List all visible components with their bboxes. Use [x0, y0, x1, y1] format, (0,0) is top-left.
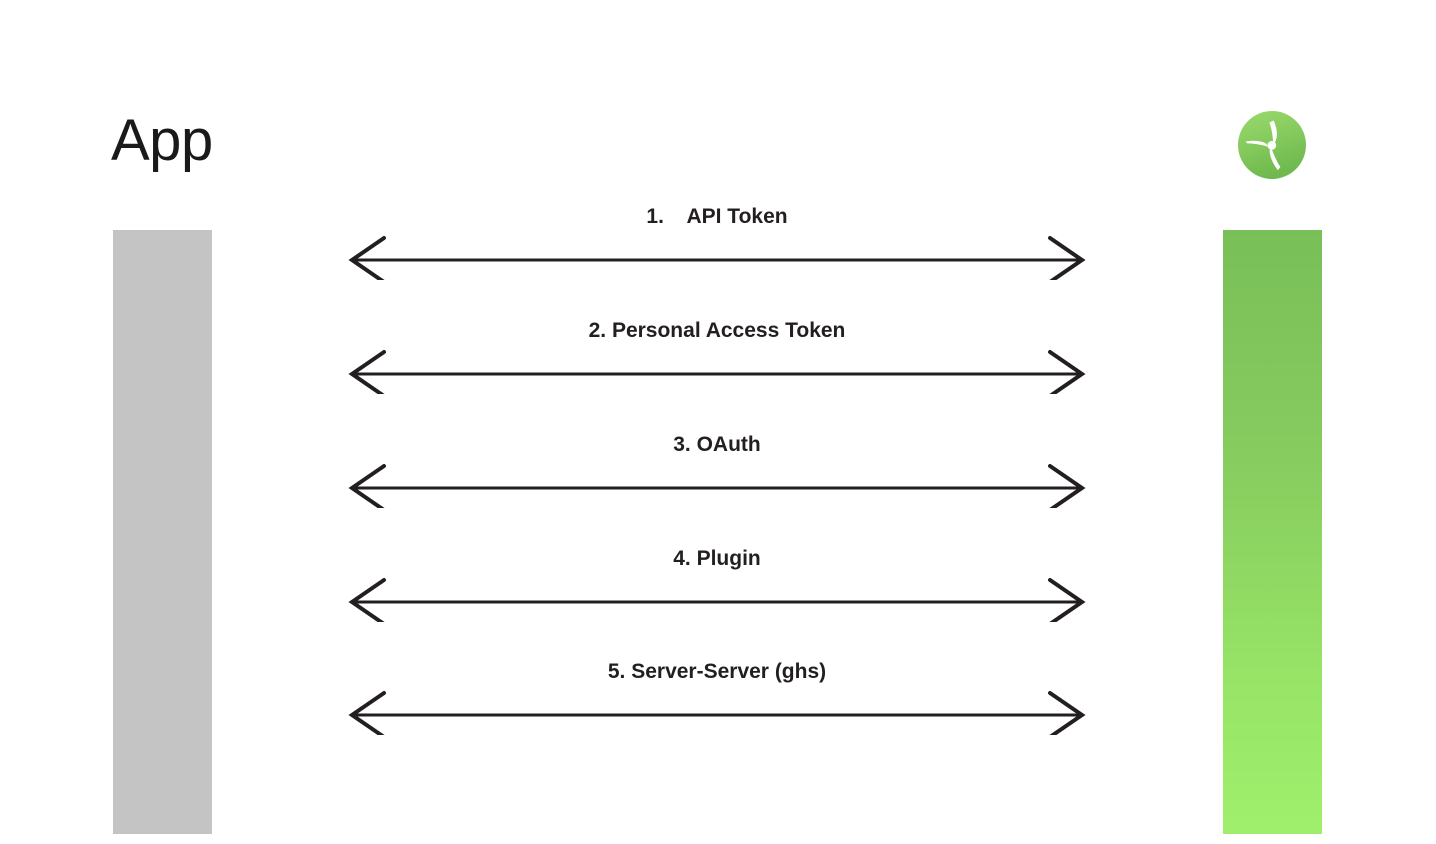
double-arrow-icon	[344, 574, 1090, 622]
message-row[interactable]: 5. Server-Server (ghs)	[344, 661, 1090, 735]
message-row[interactable]: 3. OAuth	[344, 434, 1090, 508]
double-arrow-icon	[344, 687, 1090, 735]
left-actor-lifeline	[113, 230, 212, 834]
message-row[interactable]: 1. API Token	[344, 206, 1090, 280]
message-label: 5. Server-Server (ghs)	[607, 660, 827, 683]
double-arrow-icon	[344, 232, 1090, 280]
right-actor-lifeline	[1223, 230, 1322, 834]
message-label: 3. OAuth	[673, 433, 761, 456]
message-label: 2. Personal Access Token	[588, 319, 846, 342]
message-row[interactable]: 2. Personal Access Token	[344, 320, 1090, 394]
left-actor-title: App	[111, 108, 213, 173]
message-label: 4. Plugin	[673, 547, 761, 570]
double-arrow-icon	[344, 460, 1090, 508]
propeller-logo-icon	[1237, 110, 1307, 180]
message-label: 1. API Token	[646, 205, 788, 228]
message-row[interactable]: 4. Plugin	[344, 548, 1090, 622]
double-arrow-icon	[344, 346, 1090, 394]
